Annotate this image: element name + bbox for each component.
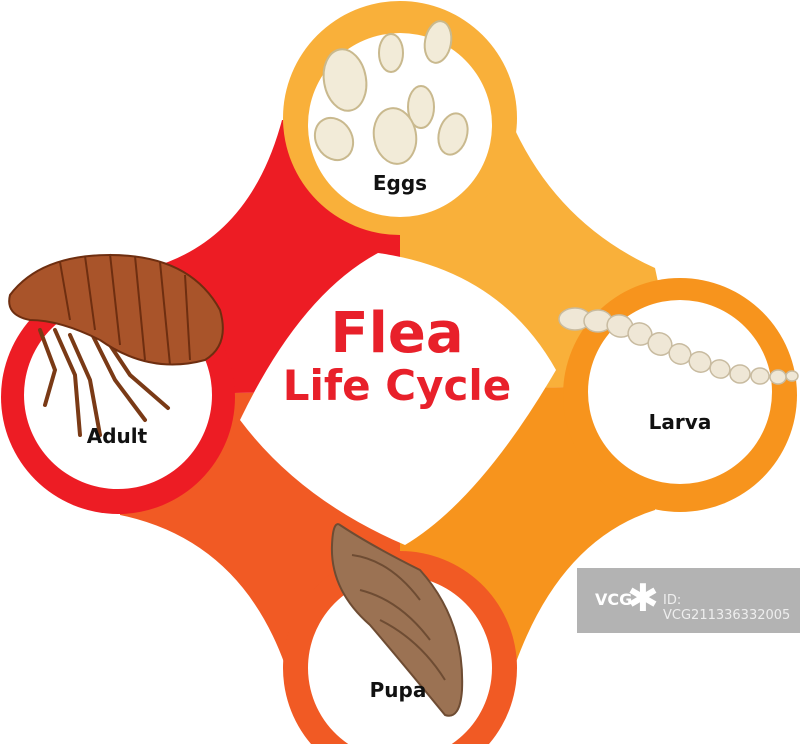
larva-circle [588, 300, 772, 484]
title-line-1: Flea [330, 301, 463, 366]
stage-label-pupa: Pupa [370, 678, 427, 702]
watermark-id: ID: VCG211336332005 [663, 593, 791, 623]
watermark-star-icon: ✱ [627, 578, 659, 620]
watermark: VCG ✱ ID: VCG211336332005 [577, 568, 800, 633]
stage-label-eggs: Eggs [373, 171, 427, 195]
title-line-2: Life Cycle [283, 361, 512, 410]
adult-flea-illustration [8, 253, 224, 437]
center-panel [240, 253, 556, 545]
stage-label-larva: Larva [649, 410, 712, 434]
pupa-illustration [330, 523, 464, 717]
larva-illustration [558, 307, 799, 385]
eggs-illustration [313, 20, 469, 165]
stage-label-adult: Adult [87, 424, 148, 448]
watermark-logo: VCG [595, 590, 633, 609]
